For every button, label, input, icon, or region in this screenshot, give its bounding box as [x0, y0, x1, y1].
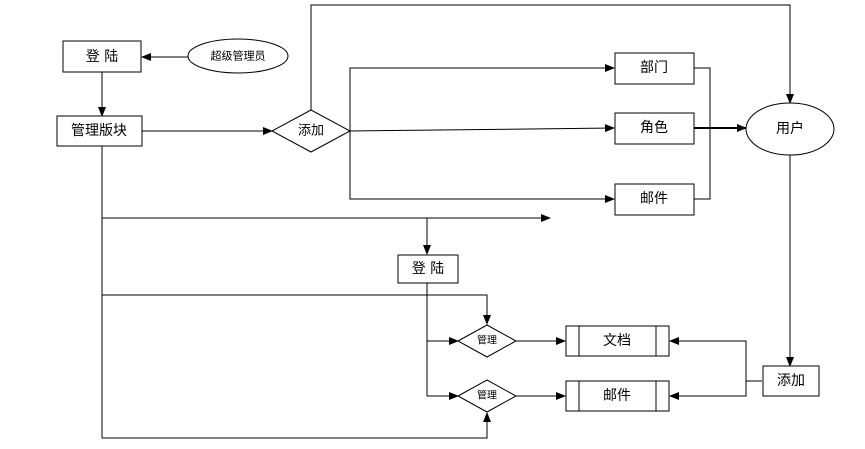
manage-1-label: 管理: [477, 334, 497, 347]
admin-block-box: [56, 115, 143, 147]
department-box: [614, 52, 695, 85]
role-label: 角色: [640, 119, 668, 136]
admin-block-label: 管理版块: [71, 123, 127, 139]
add-right-label: 添加: [777, 373, 805, 389]
edge-add-department: [349, 64, 615, 131]
super-admin-ellipse: [187, 38, 289, 74]
edge-add-document: [669, 337, 747, 381]
document-label: 文档: [603, 333, 631, 349]
edge-department-user: [694, 67, 711, 128]
role-box: [614, 112, 695, 145]
edge-branch-manage2: [102, 412, 491, 439]
add-box-right: [762, 365, 820, 397]
login-box-top: [62, 40, 142, 73]
manage-diamond-1: [456, 324, 518, 358]
edge-add-mail: [349, 131, 615, 203]
edge-branch-manage1: [102, 294, 491, 325]
mail-top-label: 邮件: [640, 191, 668, 207]
edge-add-role: [349, 124, 615, 133]
mail-box-bottom: [565, 380, 670, 412]
mail-bottom-label: 邮件: [603, 388, 631, 404]
login-box-mid: [397, 254, 459, 284]
department-label: 部门: [640, 60, 668, 76]
user-label: 用户: [776, 120, 804, 137]
edge-add-mailbottom: [669, 381, 747, 400]
edge-add-user-top: [310, 4, 794, 110]
document-box: [565, 325, 670, 357]
edge-mail-user: [694, 128, 711, 200]
user-ellipse: [745, 102, 835, 156]
manage-2-label: 管理: [477, 389, 497, 402]
login-top-label: 登 陆: [86, 49, 118, 65]
mail-box-top: [614, 183, 695, 216]
add-diamond: [270, 109, 352, 153]
super-admin-label: 超级管理员: [211, 49, 266, 63]
manage-diamond-2: [456, 379, 518, 413]
add-diamond-label: 添加: [298, 124, 324, 139]
login-mid-label: 登 陆: [412, 261, 444, 277]
